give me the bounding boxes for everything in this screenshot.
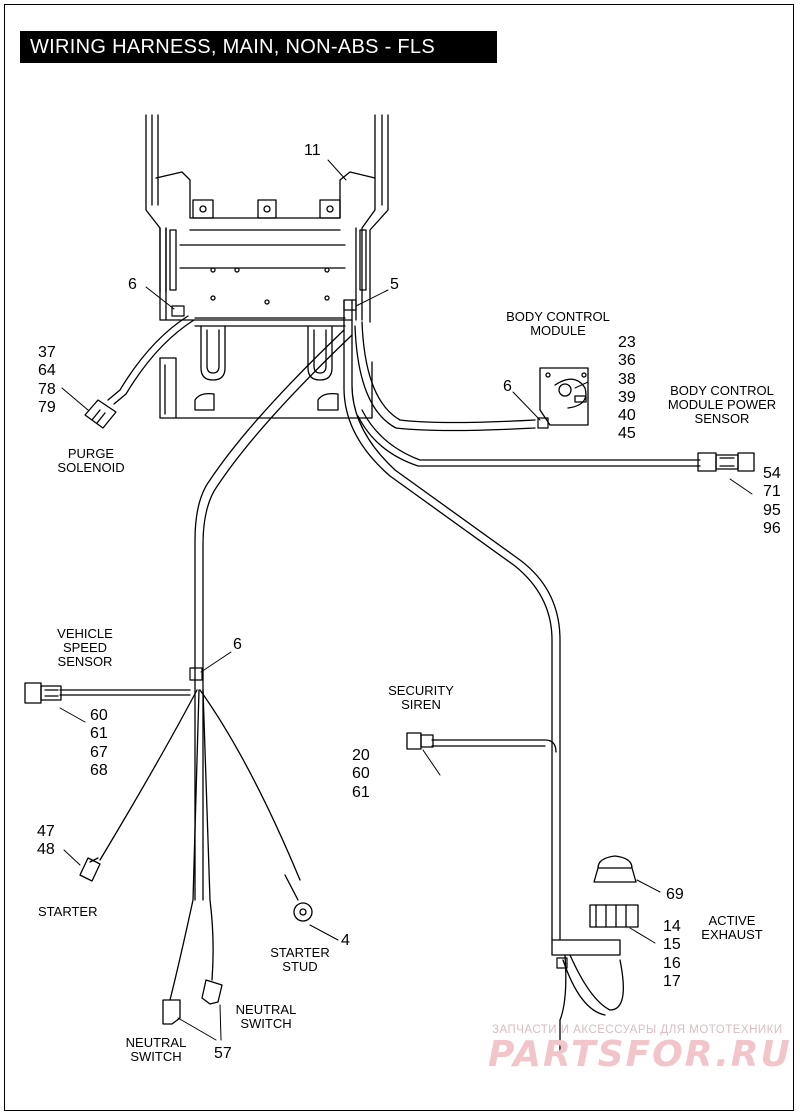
active-exhaust-label: ACTIVE EXHAUST (701, 913, 763, 942)
body-control-module-shape (539, 367, 589, 426)
starter-item-list: 47 48 (37, 823, 55, 859)
purge-solenoid-item-list: 37 64 78 79 (38, 344, 56, 416)
callout-clip-right: 5 (390, 276, 399, 293)
callout-clip-bcm: 6 (503, 378, 512, 395)
vss-connector (24, 682, 62, 704)
siren-item-list: 20 60 61 (352, 747, 370, 801)
neutral-switch-label-right: NEUTRAL SWITCH (235, 1002, 297, 1031)
page-frame (4, 4, 794, 1111)
purge-solenoid-connector (84, 399, 117, 429)
vss-item-list: 60 61 67 68 (90, 707, 108, 779)
callout-active-exhaust-cap: 69 (666, 886, 684, 903)
watermark-tagline: ЗАПЧАСТИ И АКСЕССУАРЫ ДЛЯ МОТОТЕХНИКИ (492, 1024, 783, 1036)
purge-solenoid-label: PURGE SOLENOID (57, 446, 125, 475)
leader-lines (59, 159, 753, 1041)
harness-trunk (107, 299, 701, 941)
starter-connector (79, 857, 101, 882)
callout-clip-left: 6 (128, 276, 137, 293)
active-exhaust-item-list: 14 15 16 17 (663, 918, 681, 990)
frame-tray (145, 114, 389, 419)
starter-label: STARTER (38, 904, 98, 919)
bcm-item-list: 23 36 38 39 40 45 (618, 334, 636, 443)
callout-starter-stud: 4 (341, 932, 350, 949)
neutral-switch-label-left: NEUTRAL SWITCH (125, 1035, 187, 1064)
callout-clip-mid: 6 (233, 636, 242, 653)
callout-neutral-switch: 57 (214, 1045, 232, 1062)
neutral-switch-connectors (162, 979, 223, 1025)
bcm-power-sensor-label: BODY CONTROL MODULE POWER SENSOR (667, 383, 777, 426)
callout-frame: 11 (304, 142, 321, 159)
bcm-power-sensor-item-list: 54 71 95 96 (763, 465, 781, 537)
siren-branch (431, 739, 557, 753)
bcm-power-sensor-connector (697, 452, 755, 472)
clips (171, 299, 568, 969)
vss-label: VEHICLE SPEED SENSOR (57, 626, 113, 669)
siren-connector (406, 732, 434, 750)
exhaust-bracket (551, 939, 624, 1061)
starter-stud-ring (284, 874, 313, 922)
bcm-label: BODY CONTROL MODULE (506, 309, 610, 338)
watermark-logo: PARTSFOR.RU (488, 1034, 792, 1075)
starter-stud-label: STARTER STUD (270, 945, 330, 974)
siren-label: SECURITY SIREN (388, 683, 454, 712)
harness-branches (59, 689, 301, 1001)
page-title: WIRING HARNESS, MAIN, NON-ABS - FLS (20, 31, 497, 63)
active-exhaust-parts (589, 855, 639, 928)
